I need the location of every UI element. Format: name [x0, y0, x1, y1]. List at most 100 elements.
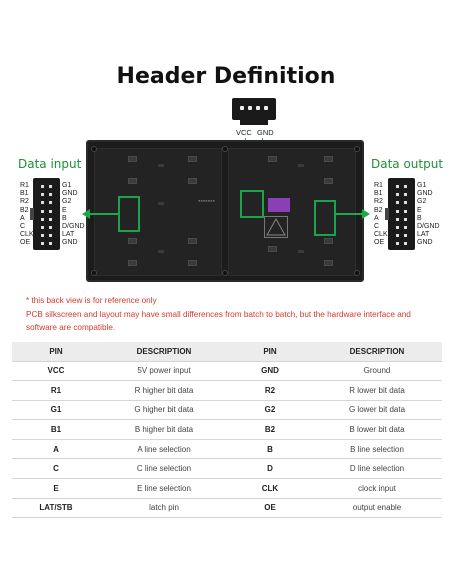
header-pin	[41, 185, 44, 188]
description-cell: G higher bit data	[100, 400, 228, 421]
column-header-description: DESCRIPTION	[100, 342, 228, 362]
description-cell: output enable	[312, 498, 442, 519]
header-pin	[396, 193, 399, 197]
description-cell: A line selection	[100, 439, 228, 460]
driver-chip	[188, 156, 197, 162]
pin-cell: C	[12, 458, 100, 480]
description-cell: R lower bit data	[312, 380, 442, 401]
data-output-arrow-head	[362, 209, 370, 219]
pin-cell: B1	[12, 419, 100, 440]
header-pin	[49, 242, 52, 246]
led-panel-back-view: ▪▪▪▪▪▪▪	[86, 140, 364, 282]
power-connector-tab	[240, 119, 268, 125]
driver-chip	[324, 178, 333, 184]
description-cell: 5V power input	[100, 361, 228, 382]
column-header-description: DESCRIPTION	[312, 342, 442, 362]
description-cell: C line selection	[100, 458, 228, 480]
driver-chip	[128, 156, 137, 162]
header-pin	[49, 209, 52, 213]
pin-cell: B	[228, 439, 312, 460]
header-pin	[404, 242, 407, 246]
pin-cell: D	[228, 458, 312, 480]
pin-cell: G2	[228, 400, 312, 421]
header-pin	[49, 201, 52, 205]
power-connector	[232, 98, 276, 120]
pin-cell: GND	[228, 361, 312, 382]
smd-component	[158, 250, 164, 253]
driver-chip	[268, 246, 277, 252]
pin-cell: CLK	[228, 478, 312, 499]
column-header-pin: PIN	[228, 342, 312, 362]
mounting-hole	[354, 270, 360, 276]
input-header-highlight	[118, 196, 140, 232]
header-pin	[41, 217, 44, 221]
note-reference: * this back view is for reference only	[26, 296, 157, 305]
header-pin	[404, 209, 407, 213]
power-label-vcc: VCC	[236, 128, 252, 137]
data-input-arrow-head	[82, 209, 90, 219]
header-pin	[41, 193, 44, 197]
description-cell: clock input	[312, 478, 442, 499]
mounting-hole	[91, 270, 97, 276]
driver-chip	[188, 178, 197, 184]
driver-chip	[188, 260, 197, 266]
pin-cell: VCC	[12, 361, 100, 382]
driver-chip	[324, 238, 333, 244]
page-title: Header Definition	[116, 64, 336, 89]
smd-component	[298, 164, 304, 167]
smd-component	[158, 202, 164, 205]
pin-cell: LAT/STB	[12, 498, 100, 519]
pin-cell: R1	[12, 380, 100, 401]
smd-component	[158, 164, 164, 167]
mounting-hole	[354, 146, 360, 152]
pin-cell: OE	[228, 498, 312, 519]
header-pin	[41, 209, 44, 213]
table-header-row: PIN DESCRIPTION PIN DESCRIPTION	[12, 342, 442, 362]
header-pin	[396, 185, 399, 188]
panel-sticker	[268, 198, 290, 212]
header-pin	[49, 226, 52, 229]
header-pin	[404, 217, 407, 221]
driver-chip	[128, 260, 137, 266]
pin-cell: R2	[228, 380, 312, 401]
header-pin	[41, 226, 44, 229]
mounting-hole	[222, 146, 228, 152]
pin-cell: A	[12, 439, 100, 460]
power-header-highlight	[240, 190, 264, 218]
driver-chip	[324, 156, 333, 162]
pin-cell: G1	[12, 400, 100, 421]
header-pin	[41, 234, 44, 238]
header-pin	[396, 217, 399, 221]
data-output-header	[385, 178, 415, 250]
description-cell: B line selection	[312, 439, 442, 460]
driver-chip	[128, 238, 137, 244]
header-pin	[404, 185, 407, 188]
data-input-arrow	[90, 213, 118, 215]
header-pin	[404, 234, 407, 238]
driver-chip	[324, 260, 333, 266]
header-pin	[49, 234, 52, 238]
pin-cell: B2	[228, 419, 312, 440]
header-pin	[49, 217, 52, 221]
header-pin	[49, 185, 52, 188]
header-pin	[404, 226, 407, 229]
panel-silkscreen-text: ▪▪▪▪▪▪▪	[198, 198, 215, 203]
note-compatible: software are compatible.	[26, 323, 116, 332]
header-pin	[41, 242, 44, 246]
description-cell: G lower bit data	[312, 400, 442, 421]
description-cell: D line selection	[312, 458, 442, 480]
description-cell: R higher bit data	[100, 380, 228, 401]
header-pin	[396, 201, 399, 205]
column-header-pin: PIN	[12, 342, 100, 362]
